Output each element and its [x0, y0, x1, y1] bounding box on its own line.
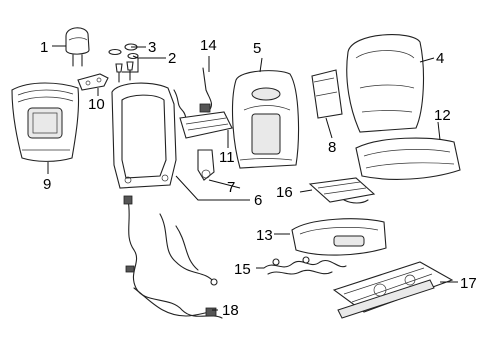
pad-part — [311, 69, 343, 119]
callout-4: 4 — [436, 50, 444, 67]
callout-17: 17 — [460, 275, 477, 292]
callout-6: 6 — [254, 192, 262, 209]
callout-9: 9 — [43, 176, 51, 193]
headrest-part — [65, 27, 90, 67]
wiring-harness-part — [123, 195, 223, 319]
callout-11: 11 — [219, 149, 235, 166]
lumbar-support-part — [179, 103, 233, 139]
callout-10: 10 — [88, 96, 105, 113]
callout-labels: 1 2 3 4 5 6 7 8 9 10 11 12 13 14 15 16 1… — [40, 37, 477, 319]
heater-pad-part — [308, 177, 376, 204]
callout-2: 2 — [168, 50, 176, 67]
cushion-foam-part — [291, 218, 387, 256]
callout-14: 14 — [200, 37, 217, 54]
seatback-frame-part — [111, 82, 177, 189]
bracket-part — [77, 73, 109, 91]
callout-3: 3 — [148, 39, 156, 56]
callout-1: 1 — [40, 39, 48, 56]
headrest-guides-part — [108, 43, 139, 83]
cushion-cover-part — [355, 137, 461, 180]
back-panel-part — [11, 82, 80, 162]
callout-8: 8 — [328, 139, 336, 156]
callout-5: 5 — [253, 40, 261, 57]
leader-lines — [47, 45, 458, 311]
wiring-small-part — [263, 256, 347, 275]
seatback-foam-part — [231, 70, 300, 169]
callout-18: 18 — [222, 302, 239, 319]
callout-15: 15 — [234, 261, 251, 278]
callout-13: 13 — [256, 227, 273, 244]
seatback-cover-part — [346, 34, 425, 133]
recliner-part — [197, 149, 215, 181]
seat-track-part — [332, 261, 454, 319]
callout-7: 7 — [227, 179, 235, 196]
callout-12: 12 — [434, 107, 451, 124]
callout-16: 16 — [276, 184, 293, 201]
